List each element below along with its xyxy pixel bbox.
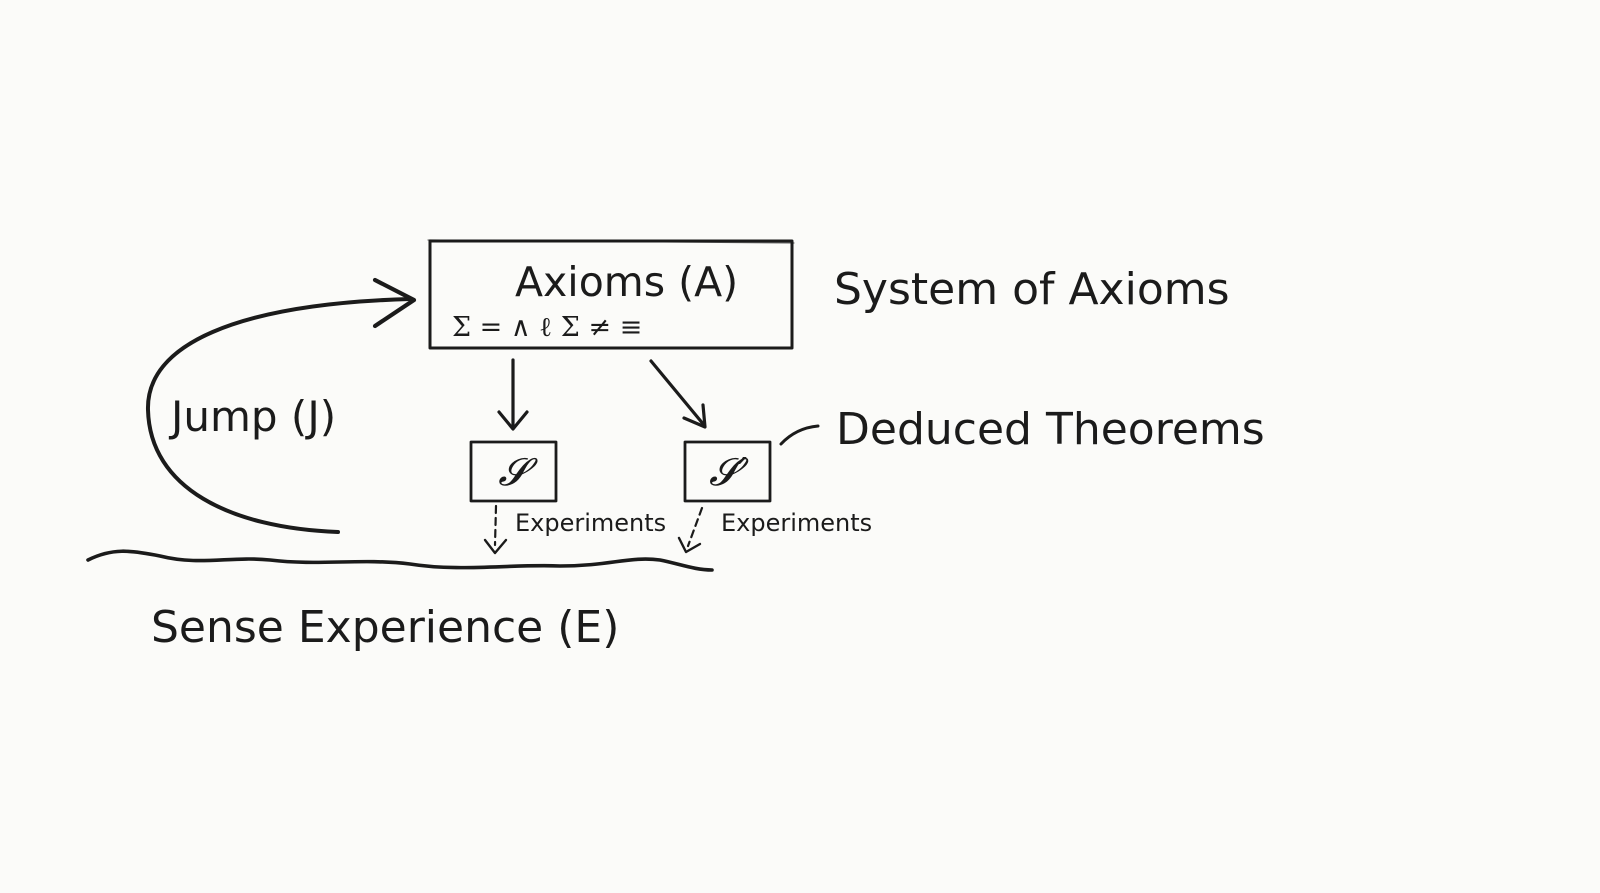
sense-experience-label: Sense Experience (E)	[151, 602, 619, 653]
theorem-s-prime-symbol: 𝓢′	[709, 450, 749, 494]
theorem-box-s-prime: 𝓢′	[683, 440, 772, 503]
experiments-label-right: Experiments	[721, 509, 872, 537]
theorems-connector-line	[779, 424, 820, 446]
theorem-box-s: 𝓢	[469, 440, 558, 503]
system-of-axioms-label: System of Axioms	[834, 264, 1230, 315]
axioms-title: Axioms (A)	[515, 258, 738, 306]
deduction-arrow-left	[497, 358, 529, 431]
deduced-theorems-label: Deduced Theorems	[836, 404, 1265, 455]
axioms-box: Axioms (A) Σ = ∧ ℓ Σ ≠ ≡	[427, 239, 795, 350]
experiment-arrow-right	[677, 506, 704, 554]
jump-arrow	[145, 277, 417, 534]
experiment-arrow-left	[483, 504, 508, 555]
deduction-arrow-right	[649, 359, 707, 429]
sense-experience-line	[86, 549, 714, 572]
axioms-symbols: Σ = ∧ ℓ Σ ≠ ≡	[452, 312, 642, 343]
theorem-s-symbol: 𝓢	[498, 450, 538, 494]
experiments-label-left: Experiments	[515, 509, 666, 537]
jump-label: Jump (J)	[168, 392, 336, 441]
